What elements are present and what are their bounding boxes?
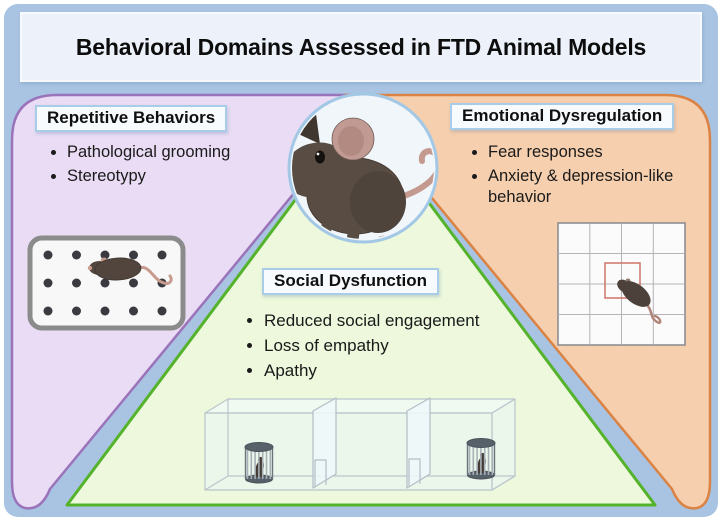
list-item: Apathy [264,360,534,382]
social-dysfunction-list: Reduced social engagement Loss of empath… [242,310,534,385]
list-item: Pathological grooming [67,142,302,163]
wire-cage-right-icon [466,438,496,480]
open-field-icon [557,222,686,346]
page-title: Behavioral Domains Assessed in FTD Anima… [75,33,647,60]
list-item: Anxiety & depression-like behavior [488,166,688,208]
repetitive-behaviors-label: Repetitive Behaviors [35,105,228,132]
repetitive-behaviors-region [10,93,378,510]
mouse-top-view-icon [87,257,173,285]
social-dysfunction-label: Social Dysfunction [262,268,440,295]
list-item: Stereotypy [67,166,302,187]
list-item: Loss of empathy [264,335,534,357]
wire-cage-left-icon [244,442,274,484]
three-chamber-icon [204,397,516,491]
center-zone-square [604,262,641,299]
emotional-dysregulation-region [344,93,712,510]
emotional-dysregulation-label: Emotional Dysregulation [450,103,675,130]
list-item: Fear responses [488,142,688,163]
mouse-top-view-icon [617,278,662,324]
emotional-dysregulation-list: Fear responses Anxiety & depression-like… [466,142,688,211]
repetitive-behaviors-list: Pathological grooming Stereotypy [45,142,302,190]
list-item: Reduced social engagement [264,310,534,332]
hole-board-icon [27,235,186,331]
title-banner: Behavioral Domains Assessed in FTD Anima… [20,12,702,82]
